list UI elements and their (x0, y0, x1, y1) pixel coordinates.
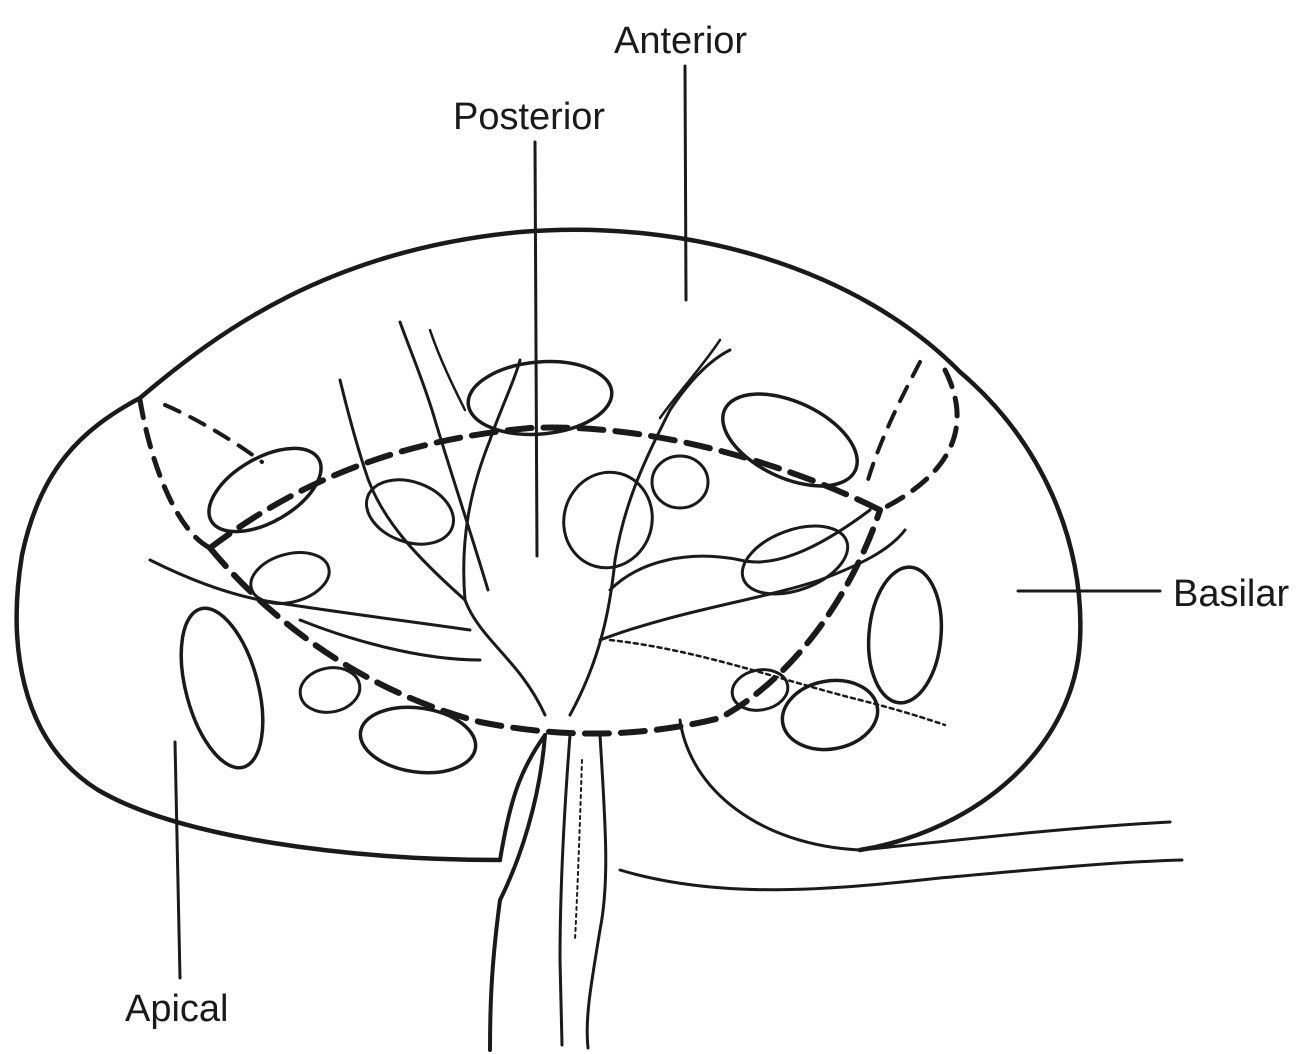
artery-branch-g (610, 640, 945, 725)
artery-main-left (464, 360, 545, 715)
renal-vessel-mid (560, 735, 570, 1045)
calyx-apical (166, 599, 278, 776)
calyx-center-right (553, 462, 663, 578)
artery-branch-i (430, 330, 465, 410)
label-posterior: Posterior (453, 98, 605, 136)
basilar-boundary-arc (868, 362, 920, 480)
calyx-right-middle (733, 513, 857, 607)
artery-branch-c (610, 510, 870, 590)
basilar-boundary (880, 370, 957, 510)
leader-posterior (535, 142, 537, 556)
calyx-mid-right (652, 456, 708, 508)
label-apical: Apical (125, 990, 229, 1028)
label-anterior: Anterior (614, 22, 747, 60)
calyx-lower-center (356, 700, 480, 780)
artery-branch-h (660, 340, 720, 418)
segment-boundary-upper (210, 427, 880, 548)
calyx-center-left (357, 468, 462, 555)
label-basilar: Basilar (1173, 575, 1289, 613)
calyx-top-right (709, 375, 872, 505)
calyx-lower-right (777, 673, 883, 757)
kidney-lower-edge (680, 720, 860, 850)
calyx-far-right (863, 564, 947, 706)
renal-vessel-inner (575, 760, 582, 940)
apical-boundary-arc (165, 405, 262, 462)
renal-vessel-right (587, 735, 606, 1048)
artery-branch-a (340, 380, 465, 600)
calyx-upper-left (195, 431, 334, 548)
leader-apical (175, 742, 180, 978)
artery-branch-d (600, 530, 905, 640)
ureter-lower-edge (620, 860, 1182, 890)
leader-anterior (685, 66, 686, 300)
ureter-upper-edge (860, 822, 1170, 850)
segment-boundary-lower (210, 510, 880, 734)
